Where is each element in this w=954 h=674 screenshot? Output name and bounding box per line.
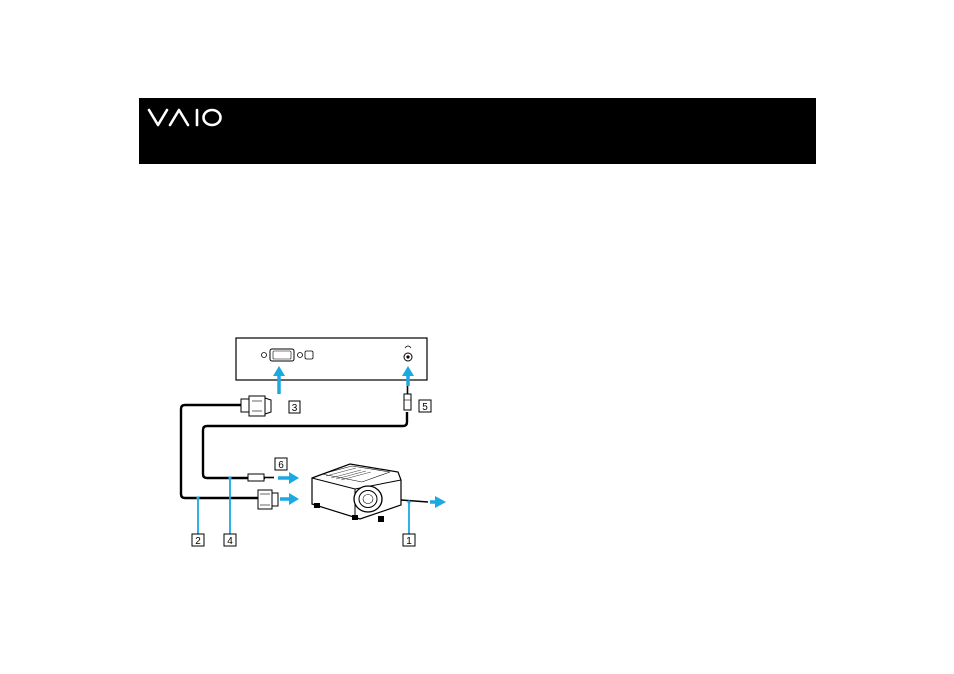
- headphones-jack-icon: [404, 346, 412, 361]
- audio-plug-top: [404, 386, 411, 410]
- callout-2: 2: [192, 534, 204, 547]
- svg-text:5: 5: [422, 402, 428, 413]
- callout-1: 1: [403, 534, 415, 547]
- display-cable: [181, 405, 260, 498]
- callout-3: 3: [289, 401, 300, 414]
- callout-5: 5: [419, 400, 431, 413]
- svg-text:4: 4: [227, 536, 233, 547]
- svg-text:1: 1: [406, 536, 412, 547]
- svg-text:3: 3: [292, 403, 298, 414]
- power-cord: [401, 500, 428, 502]
- vga-connector-top: [241, 396, 271, 416]
- audio-plug-bottom: [248, 474, 274, 481]
- vga-connector-bottom: [258, 490, 278, 509]
- callout-6: 6: [275, 458, 287, 471]
- svg-text:2: 2: [195, 536, 201, 547]
- callout-4: 4: [224, 534, 236, 547]
- svg-text:6: 6: [278, 460, 284, 471]
- computer-panel: [236, 338, 427, 380]
- monitor-port-icon: [262, 349, 314, 361]
- projector-icon: [312, 464, 401, 522]
